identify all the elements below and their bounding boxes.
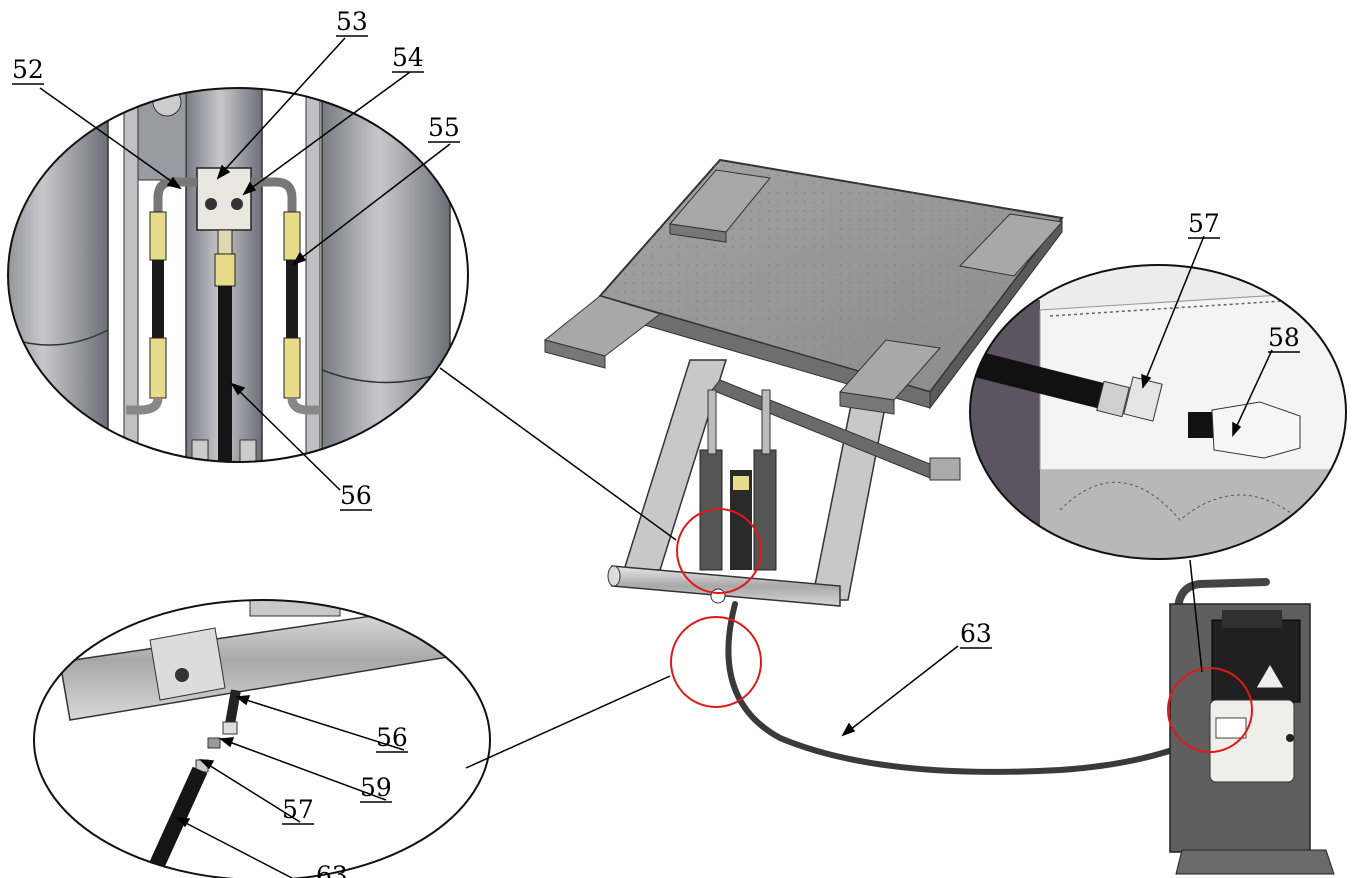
callout-label-57-detail: 57 [282, 795, 314, 824]
callout-label-52: 52 [12, 55, 44, 84]
detail-view-hose-fitting [969, 264, 1347, 560]
callout-label-63-detail: 63 [316, 861, 348, 878]
highlight-circle-hose-exit [670, 616, 762, 708]
callout-label-58: 58 [1268, 323, 1300, 352]
callout-label-56-detail: 56 [376, 723, 408, 752]
callout-label-54: 54 [392, 43, 424, 72]
highlight-circle-cylinders [676, 508, 762, 594]
detail-view-valve-block [7, 87, 469, 463]
detail-view-hose-coupling [33, 599, 491, 878]
leader-lines [439, 367, 1203, 769]
callout-label-53: 53 [336, 7, 368, 36]
callout-label-63: 63 [960, 619, 992, 648]
callout-arrows [39, 37, 1273, 878]
hydraulic-pump-unit [1169, 578, 1335, 875]
highlight-circle-pump [1167, 667, 1253, 753]
callout-label-56: 56 [340, 481, 372, 510]
callout-label-57: 57 [1188, 209, 1220, 238]
callout-labels: 52 53 54 55 56 57 58 63 56 59 57 63 [12, 7, 1300, 878]
callout-label-59: 59 [360, 773, 392, 802]
callout-label-55: 55 [428, 113, 460, 142]
scissor-lift [543, 158, 1213, 775]
highlight-circles [670, 508, 1253, 753]
